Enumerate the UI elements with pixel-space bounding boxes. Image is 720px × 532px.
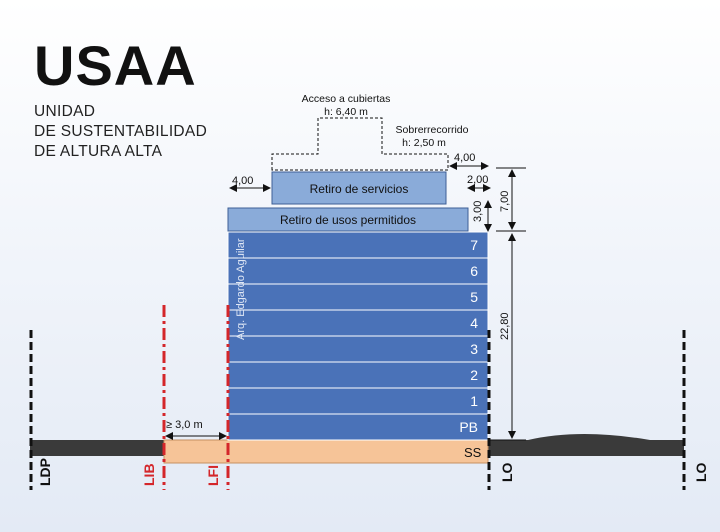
retiro-servicios-rect <box>271 171 447 205</box>
reference-lines: LDP LIB LFI LO LO <box>29 305 709 490</box>
sobrerrecorrido-line-1: Sobrerrecorrido <box>396 124 469 136</box>
floor-label-2: 2 <box>470 367 478 383</box>
diagram-title: USAA <box>34 34 197 97</box>
architect-credit: Arq. Edgardo Aguilar <box>235 238 247 340</box>
dimensions: 4,00 4,00 2,00 3,00 7,00 22,80 ≥ 3,0 m <box>165 152 526 441</box>
floor-label-5: 5 <box>470 289 478 305</box>
dim-main-height: 22,80 <box>499 312 511 340</box>
dim-min-distance: ≥ 3,0 m <box>166 419 203 431</box>
acceso-line-2: h: 6,40 m <box>324 106 368 118</box>
floor-1 <box>227 387 489 415</box>
retiro-usos-rect <box>227 207 469 232</box>
acceso-line-1: Acceso a cubiertas <box>302 93 391 105</box>
floor-label-pb: PB <box>459 419 478 435</box>
retiro-usos-block: Retiro de usos permitidos <box>227 207 469 232</box>
lo-right-label: LO <box>693 462 709 482</box>
diagram-subtitle: UNIDAD DE SUSTENTABILIDAD DE ALTURA ALTA <box>34 102 207 162</box>
dim-left-setback: 4,00 <box>232 175 253 187</box>
floor-label-6: 6 <box>470 263 478 279</box>
ground-left <box>30 440 164 456</box>
basement-slab <box>163 439 489 464</box>
dim-right-setback: 2,00 <box>467 174 488 186</box>
floor-5 <box>227 283 489 311</box>
dim-right-top-setback: 4,00 <box>454 152 475 164</box>
floor-2 <box>227 361 489 389</box>
lfi-label: LFI <box>205 465 221 486</box>
basement-label: SS <box>464 445 482 460</box>
floor-label-3: 3 <box>470 341 478 357</box>
retiro-servicios-label: Retiro de servicios <box>310 182 409 196</box>
floor-label-1: 1 <box>470 393 478 409</box>
floor-6 <box>227 257 489 285</box>
floor-7 <box>227 231 489 259</box>
roof-access-outline <box>271 117 449 171</box>
subtitle-line-3: DE ALTURA ALTA <box>34 143 163 160</box>
dim-total-retiro-height: 7,00 <box>499 191 511 212</box>
subtitle-line-2: DE SUSTENTABILIDAD <box>34 123 208 140</box>
ground-right <box>488 434 684 456</box>
floor-pb <box>227 413 489 441</box>
lib-label: LIB <box>141 463 157 486</box>
ldp-label: LDP <box>37 458 53 486</box>
floor-label-4: 4 <box>470 315 478 331</box>
retiro-usos-label: Retiro de usos permitidos <box>280 213 416 227</box>
lo-left-label: LO <box>499 462 515 482</box>
floor-4 <box>227 309 489 337</box>
dim-retiro-height: 3,00 <box>472 201 484 222</box>
retiro-servicios-block: Retiro de servicios <box>271 171 447 205</box>
sobrerrecorrido-line-2: h: 2,50 m <box>402 137 446 149</box>
floor-label-7: 7 <box>470 237 478 253</box>
floor-3 <box>227 335 489 363</box>
floor-stack: 7 6 5 4 3 2 1 PB Arq. Edgardo Aguilar <box>227 231 489 441</box>
subtitle-line-1: UNIDAD <box>34 103 96 120</box>
